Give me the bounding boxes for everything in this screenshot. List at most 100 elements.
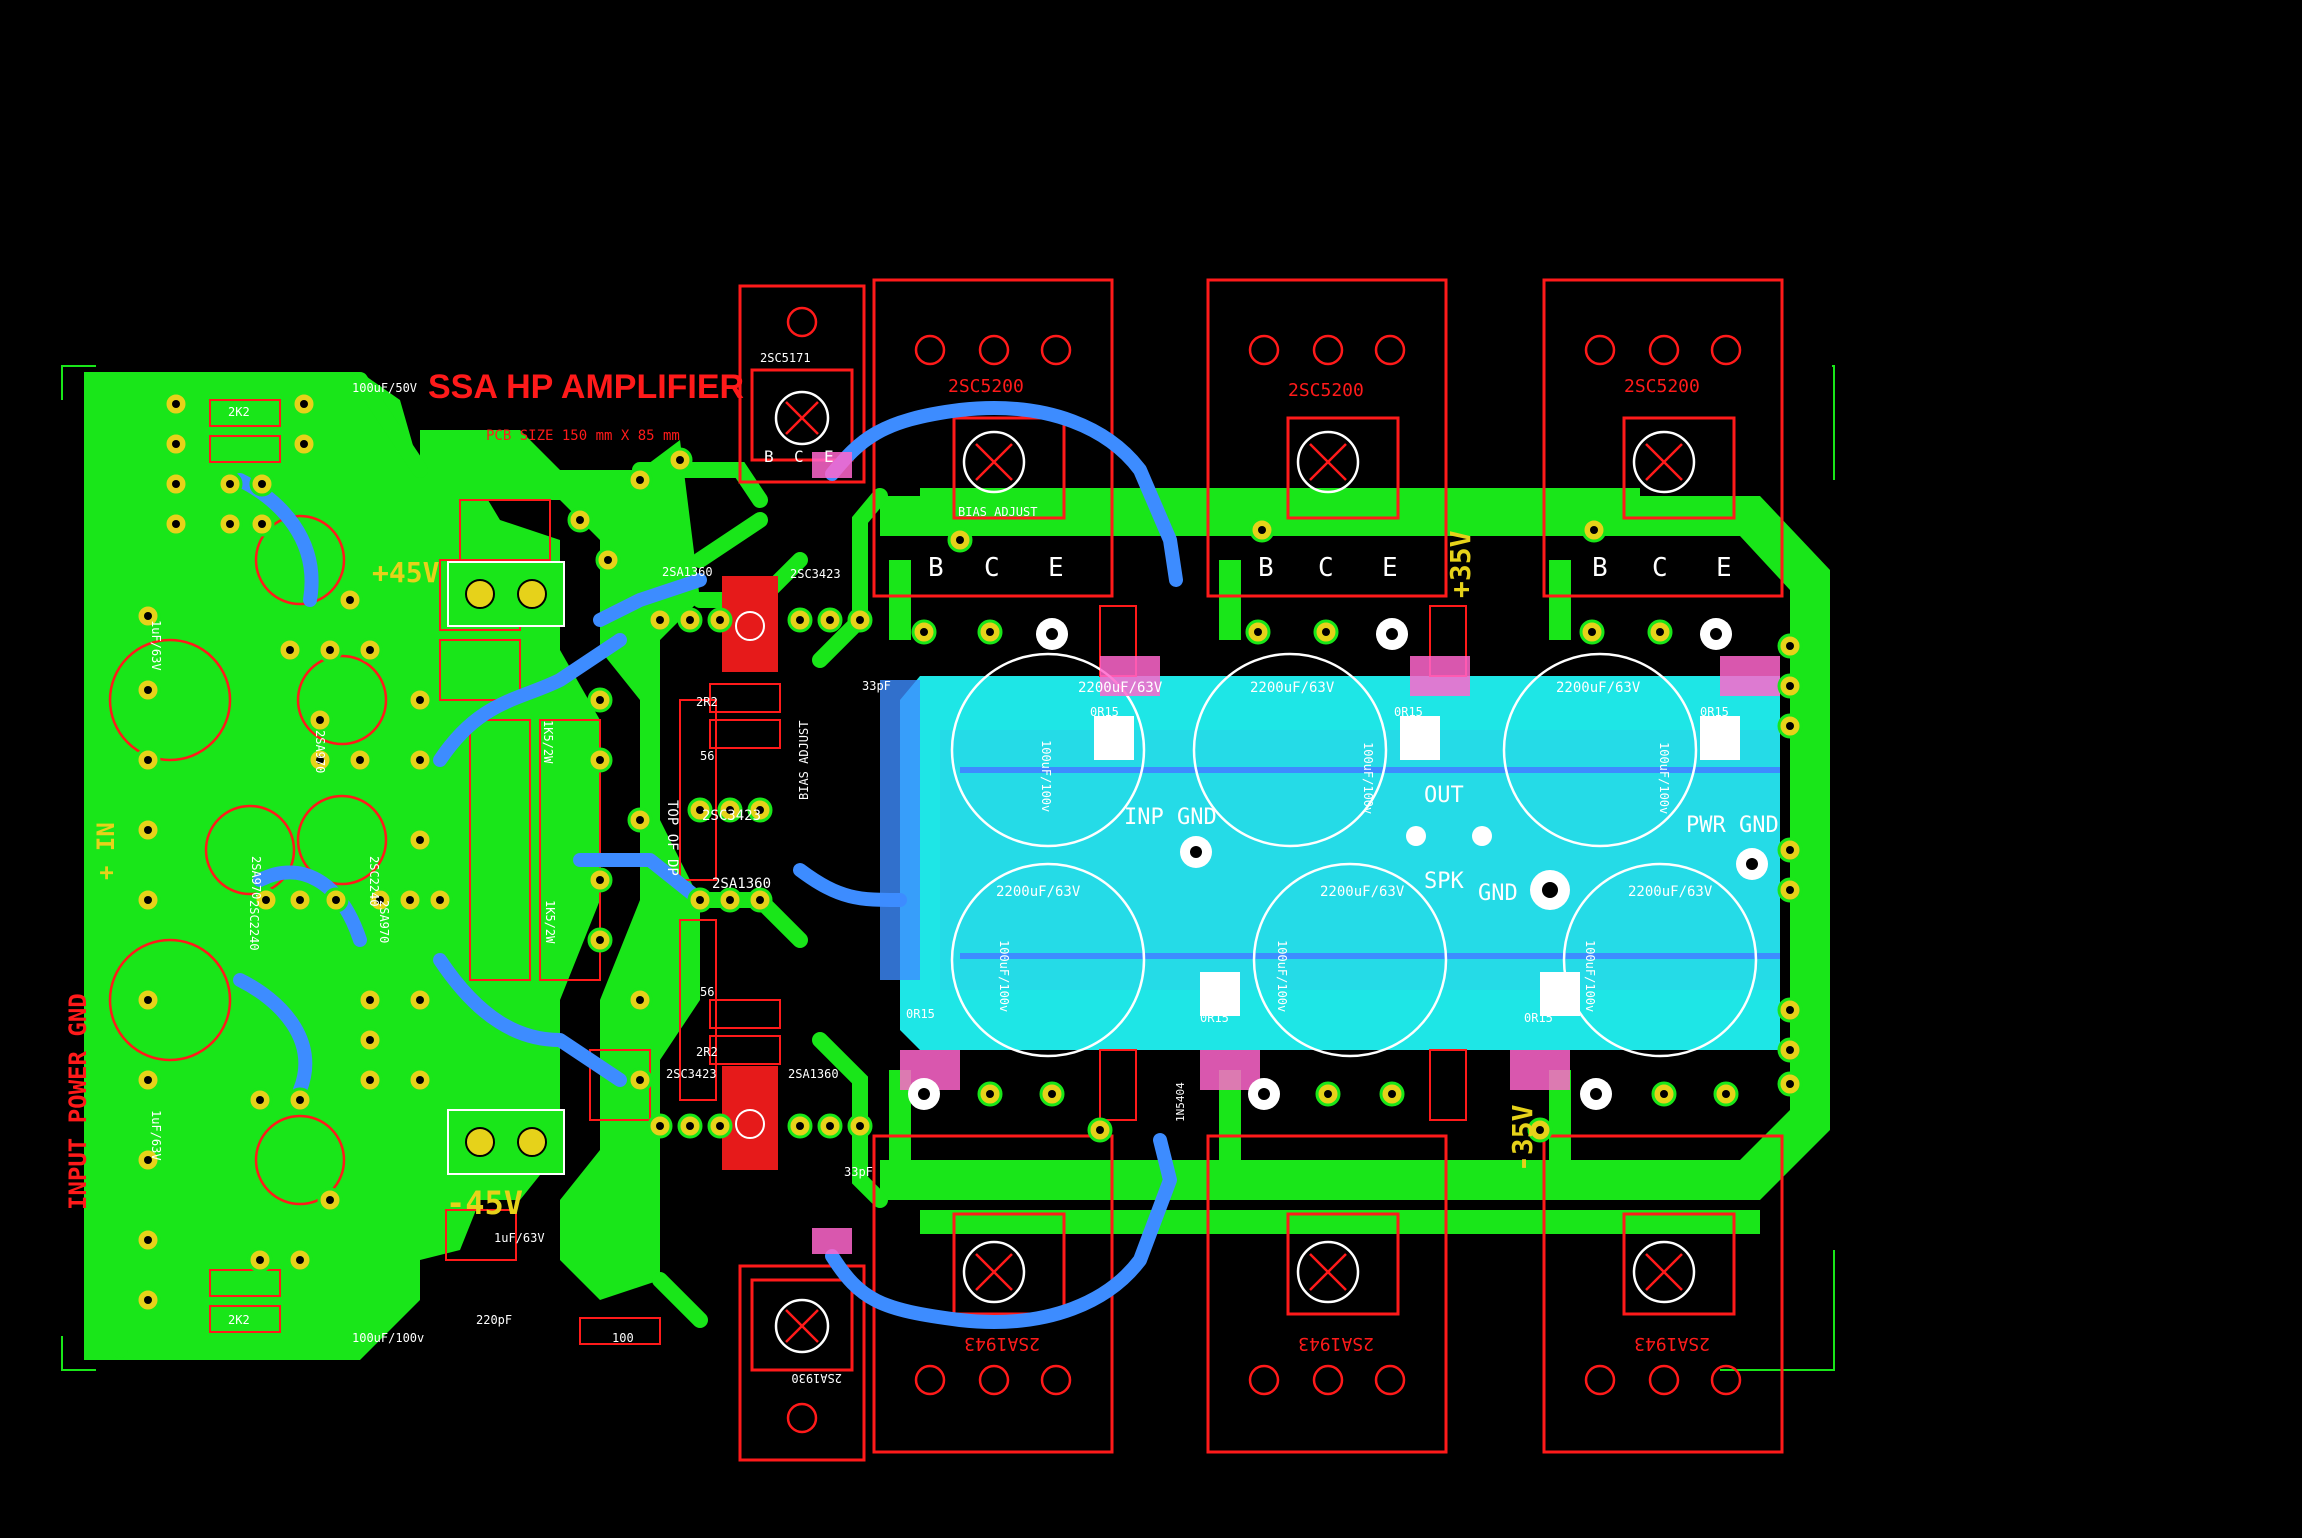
rail-pos-45: +45V — [372, 556, 440, 589]
board-title: SSA HP AMPLIFIER — [428, 368, 744, 406]
pad-hole — [332, 896, 340, 904]
bias-rail-trace — [920, 488, 1640, 512]
r-2k2-bottom: 2K2 — [228, 1313, 250, 1327]
pad-hole — [1388, 1090, 1396, 1098]
q-npn-outline-2 — [1206, 278, 1448, 598]
pin-b-3: B — [1592, 553, 1608, 583]
vas-npn-label: 2SC3423 — [790, 567, 841, 581]
pin-c-2: C — [1318, 553, 1334, 583]
pad-hole — [436, 896, 444, 904]
pad-hole — [366, 996, 374, 1004]
pad-hole — [144, 896, 152, 904]
pad-hole — [686, 616, 694, 624]
pad-hole — [316, 716, 324, 724]
pin-e-2: E — [1382, 553, 1398, 583]
highlight-pads — [812, 452, 1780, 1254]
pad-hole — [144, 996, 152, 1004]
pad-hole — [1048, 1090, 1056, 1098]
pad-hole — [656, 616, 664, 624]
driver-npn-outline — [738, 284, 866, 484]
pad-hole — [226, 480, 234, 488]
out-label: OUT — [1424, 783, 1464, 808]
pad-hole — [1096, 1126, 1104, 1134]
bias-adjust-label-2: BIAS ADJUST — [797, 721, 811, 800]
cap-33p-top: 33pF — [862, 679, 891, 693]
pad-hole — [300, 400, 308, 408]
small-a-label-1: 2SA970 — [313, 730, 327, 773]
bottom-traces — [233, 401, 1183, 1329]
pad-hole — [1588, 628, 1596, 636]
pad-hole — [366, 1036, 374, 1044]
small-a-label-3: 2SA970 — [377, 900, 391, 943]
gnd-label: GND — [1478, 881, 1518, 906]
r-label-2: 0R15 — [1394, 705, 1423, 719]
r-1k5-1: 1K5/2W — [541, 720, 555, 764]
silk-labels: SSA HP AMPLIFIER PCB SIZE 150 mm X 85 mm… — [64, 351, 1779, 1385]
rail-terminals — [447, 561, 565, 1175]
diode-label: 1N5404 — [1174, 1082, 1187, 1122]
vas-pnp-label: 2SA1360 — [662, 565, 713, 579]
pad-hole — [576, 516, 584, 524]
pad-hole — [796, 1122, 804, 1130]
pad-hole — [1722, 1090, 1730, 1098]
pad-hole — [716, 616, 724, 624]
pad-hole — [596, 936, 604, 944]
pad-hole — [144, 1076, 152, 1084]
pad-hole — [296, 1256, 304, 1264]
driver-npn-label: 2SC5171 — [760, 351, 811, 365]
silk-blocks — [1094, 716, 1740, 1016]
small-c-label-2: 2SC2240 — [247, 900, 261, 951]
transistor-marks — [774, 390, 1696, 1354]
vas-pnp-label-3: 2SA1360 — [788, 1067, 839, 1081]
pin-b: B — [764, 447, 774, 466]
pad-hole — [226, 520, 234, 528]
input-label: + IN — [92, 822, 120, 880]
pad-hole — [416, 1076, 424, 1084]
pad-hole — [406, 896, 414, 904]
pin-b-2: B — [1258, 553, 1274, 583]
pad-hole — [366, 1076, 374, 1084]
pad-hole — [346, 596, 354, 604]
pad-hole — [920, 628, 928, 636]
pin-b-1: B — [928, 553, 944, 583]
inp-gnd-label: INP GND — [1124, 805, 1217, 830]
cap-1u: 1uF/63V — [494, 1231, 545, 1245]
cap-left-top: 100uF/50V — [352, 381, 417, 395]
vas-heatsink-pads — [722, 576, 778, 1170]
cap-label-5: 2200uF/63V — [1320, 884, 1405, 900]
pad-hole — [416, 836, 424, 844]
pad-hole — [172, 440, 180, 448]
small-c-label-1: 2SC2240 — [367, 856, 381, 907]
pad-hole — [826, 616, 834, 624]
q-npn-label-3: 2SC5200 — [1624, 376, 1700, 397]
pad-hole — [596, 696, 604, 704]
pad-hole — [300, 440, 308, 448]
pad-hole — [756, 806, 764, 814]
pad-hole — [686, 1122, 694, 1130]
pad-hole — [258, 520, 266, 528]
r-label-5: 0R15 — [1200, 1011, 1229, 1025]
pad-hole — [636, 816, 644, 824]
pad-hole — [1324, 1090, 1332, 1098]
pad-hole — [636, 1076, 644, 1084]
pad-hole — [1258, 526, 1266, 534]
pad-hole — [796, 616, 804, 624]
pad-hole — [144, 612, 152, 620]
pad-hole — [826, 1122, 834, 1130]
pad-hole — [296, 896, 304, 904]
vas-npn-label-3: 2SC3423 — [666, 1067, 717, 1081]
r-1k5-2: 1K5/2W — [543, 900, 557, 944]
pad-hole — [172, 400, 180, 408]
q-npn-label-2: 2SC5200 — [1288, 380, 1364, 401]
pad-hole — [144, 1236, 152, 1244]
r-label-6: 0R15 — [1524, 1011, 1553, 1025]
q-pnp-outline-3 — [1542, 1134, 1784, 1454]
pin-e-1: E — [1048, 553, 1064, 583]
cap-label-4: 2200uF/63V — [996, 884, 1081, 900]
cap-label-2: 2200uF/63V — [1250, 680, 1335, 696]
pad-hole — [1786, 886, 1794, 894]
pad-hole — [1656, 628, 1664, 636]
rail-pos-35: +35V — [1444, 530, 1477, 598]
pad-hole — [356, 756, 364, 764]
